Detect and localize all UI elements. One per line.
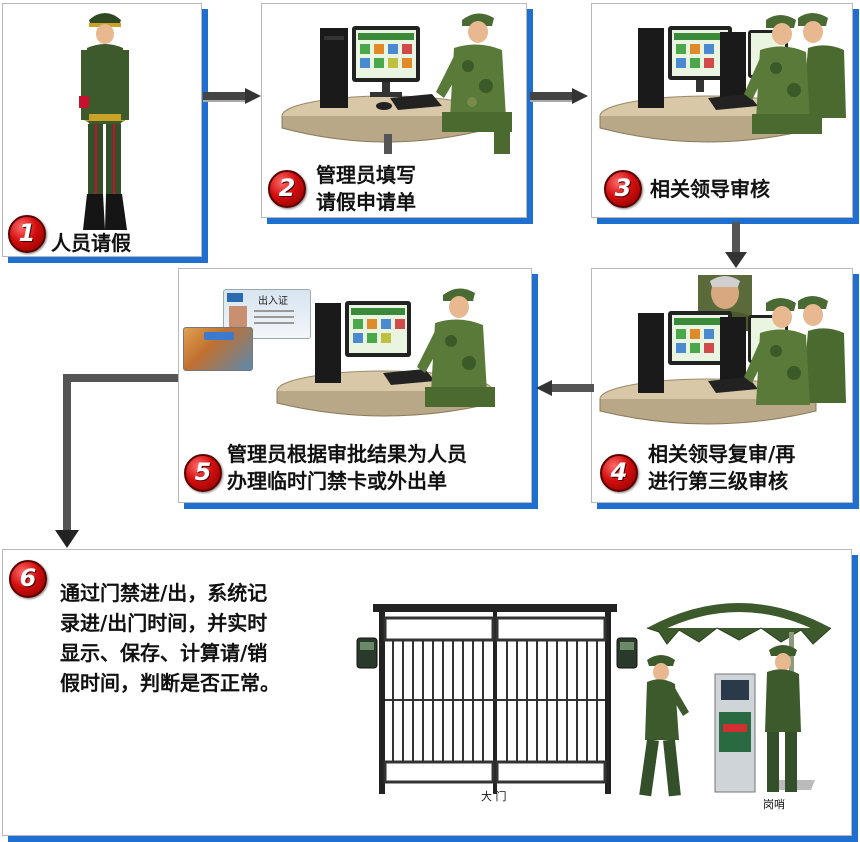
clerk-issuing-pass-illustration [275, 279, 495, 429]
step-5-text-line2: 办理临时门禁卡或外出单 [227, 468, 447, 495]
step-6-badge: 6 [9, 560, 47, 598]
step-4-panel: 4 相关领导复审/再 进行第三级审核 [591, 268, 853, 503]
arrow-4-to-5 [534, 380, 594, 400]
step-4-badge: 4 [600, 454, 638, 492]
arrow-2-to-3 [530, 88, 590, 108]
sentry-post-illustration [639, 584, 839, 804]
step-4-text-line2: 进行第三级审核 [648, 468, 788, 495]
step-6-panel: 6 通过门禁进/出，系统记 录进/出门时间，并实时 显示、保存、计算请/销 假时… [2, 549, 852, 836]
step-6-text-line3: 显示、保存、计算请/销 [60, 640, 267, 667]
step-3-text: 相关领导审核 [650, 176, 770, 203]
arrow-3-to-4 [725, 222, 747, 270]
arrow-1-to-2 [203, 88, 263, 108]
honor-guard-soldier-illustration [75, 6, 135, 236]
main-gate-illustration [355, 604, 655, 804]
step-3-badge: 3 [604, 170, 642, 208]
step-5-panel: 出入证 5 管理员根据审批结果为人员 办理临时门禁卡或外出单 [178, 268, 532, 503]
step-1-text: 人员请假 [51, 230, 131, 257]
step-2-badge: 2 [268, 170, 306, 208]
step-1-badge: 1 [8, 215, 46, 253]
step-2-panel: 2 管理员填写 请假申请单 [261, 3, 527, 218]
step-4-text-line1: 相关领导复审/再 [648, 441, 795, 468]
step-3-panel: 3 相关领导审核 [591, 3, 853, 218]
photo-card [183, 327, 253, 371]
leaders-at-computers-illustration [598, 6, 848, 156]
step-6-text-line2: 录进/出门时间，并实时 [60, 610, 267, 637]
step-6-text-line4: 假时间，判断是否正常。 [60, 670, 280, 697]
step-5-text-line1: 管理员根据审批结果为人员 [227, 441, 467, 468]
step-1-panel: 1 人员请假 [2, 3, 202, 257]
gate-label: 大 门 [481, 788, 507, 804]
step-5-badge: 5 [184, 454, 222, 492]
step-6-text-line1: 通过门禁进/出，系统记 [60, 580, 267, 607]
arrow-5-to-6 [55, 370, 175, 550]
sentry-post-label: 岗哨 [763, 796, 785, 812]
step-2-text-line1: 管理员填写 [316, 162, 416, 189]
step-2-text-line2: 请假申请单 [316, 189, 416, 216]
senior-leader-review-illustration [598, 271, 848, 431]
clerk-at-computer-illustration [272, 6, 522, 156]
